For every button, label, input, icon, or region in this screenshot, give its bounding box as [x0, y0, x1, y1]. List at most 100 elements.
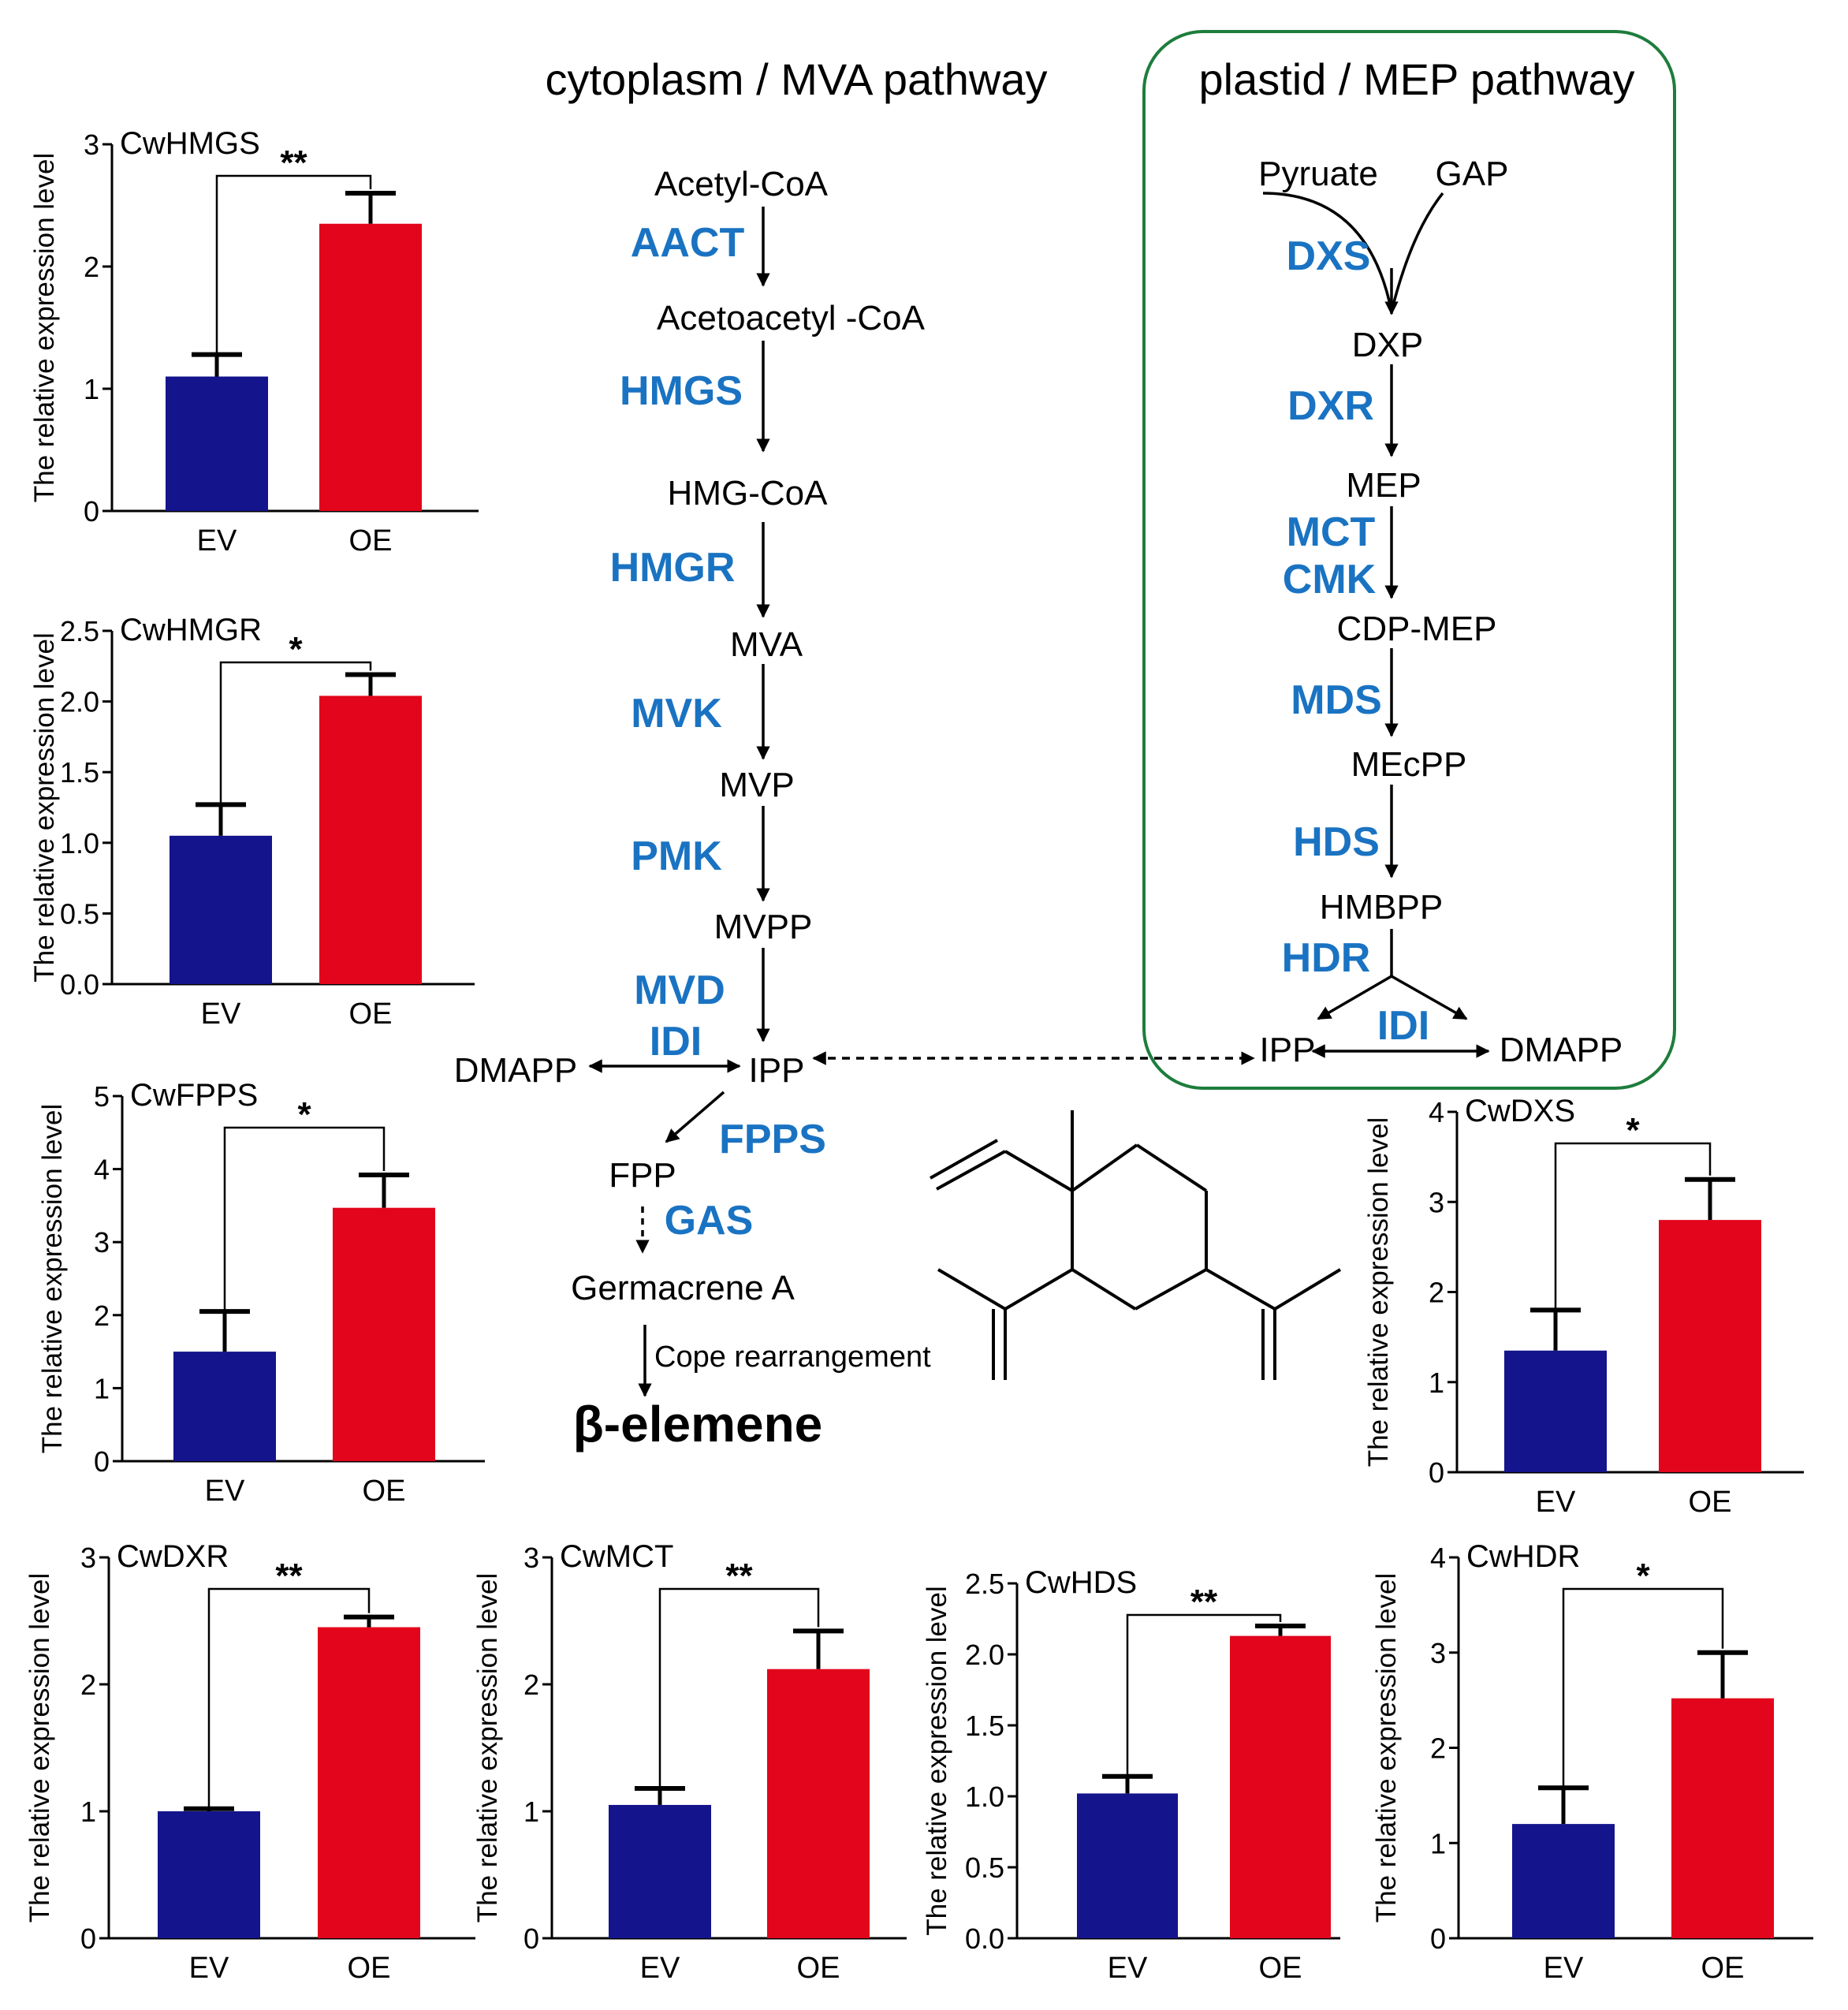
y-tick-label: 3	[1430, 1637, 1446, 1669]
bar-ev	[1504, 1350, 1607, 1472]
chart-title: CwDXR	[117, 1539, 229, 1574]
y-tick-label: 1.0	[60, 827, 99, 860]
y-axis-label: The relative expression level	[24, 1573, 55, 1923]
bar-ev	[158, 1811, 260, 1938]
enzyme-fpps: FPPS	[719, 1117, 826, 1162]
enzyme-gas: GAS	[665, 1198, 754, 1244]
y-axis-label: The relative expression level	[922, 1586, 952, 1936]
bar-oe	[318, 1627, 420, 1938]
y-axis-label: The relative expression level	[1371, 1573, 1402, 1923]
bar-oe	[333, 1207, 435, 1461]
y-tick-label: 1	[80, 1796, 96, 1828]
enzyme-mvk: MVK	[631, 691, 722, 737]
y-tick-label: 1.5	[965, 1710, 1004, 1742]
arrow-pyruate-gap-dxp	[1262, 192, 1444, 312]
y-tick-label: 4	[94, 1154, 110, 1186]
y-axis-label: The relative expression level	[29, 632, 60, 983]
y-tick-label: 0	[1430, 1922, 1446, 1955]
metabolite-pyruate: Pyruate	[1258, 155, 1378, 193]
enzyme-cmk: CMK	[1283, 557, 1377, 602]
y-tick-label: 2	[523, 1669, 539, 1701]
metabolite-mep: MEP	[1346, 466, 1421, 505]
chart-title: CwHMGR	[120, 613, 262, 647]
significance-label: **	[280, 144, 307, 182]
significance-label: *	[289, 630, 303, 669]
pathway-diagram: cytoplasm / MVA pathway plastid / MEP pa…	[454, 30, 1676, 1452]
x-tick-label: EV	[640, 1952, 680, 1985]
significance-bracket	[1554, 1142, 1712, 1311]
bar-ev	[1512, 1824, 1615, 1938]
y-tick-label: 3	[1429, 1186, 1444, 1218]
bar-ev	[170, 835, 272, 984]
chart-title: CwHMGS	[120, 126, 260, 161]
bar-oe	[1230, 1635, 1331, 1938]
chart-title: CwDXS	[1465, 1094, 1575, 1128]
y-tick-label: 4	[1429, 1096, 1444, 1128]
x-tick-label: EV	[205, 1475, 245, 1508]
metabolite-mva: MVA	[730, 625, 803, 664]
metabolite-germacrene-a: Germacrene A	[571, 1269, 795, 1307]
y-tick-label: 3	[523, 1542, 539, 1574]
x-tick-label: OE	[1701, 1952, 1745, 1985]
bar-ev	[1077, 1793, 1178, 1938]
bar-oe	[767, 1669, 870, 1938]
x-tick-label: EV	[1544, 1952, 1584, 1985]
significance-label: **	[725, 1557, 753, 1595]
metabolite-mvpp: MVPP	[714, 908, 813, 946]
y-tick-label: 2.0	[965, 1639, 1004, 1671]
mva-pathway-title: cytoplasm / MVA pathway	[546, 54, 1048, 104]
significance-label: **	[275, 1557, 303, 1595]
x-tick-label: OE	[349, 998, 393, 1031]
y-tick-label: 2.0	[60, 686, 99, 718]
significance-label: *	[1626, 1111, 1640, 1150]
enzyme-idi-mep: IDI	[1377, 1003, 1429, 1049]
reaction-cope-rearrangement: Cope rearrangement	[654, 1341, 931, 1374]
y-tick-label: 1.0	[965, 1781, 1004, 1813]
plastid-box	[1142, 30, 1676, 1090]
y-tick-label: 2	[1430, 1732, 1446, 1765]
y-tick-label: 2	[1429, 1277, 1444, 1309]
significance-label: **	[1190, 1583, 1218, 1621]
y-tick-label: 4	[1430, 1542, 1446, 1574]
y-tick-label: 3	[80, 1542, 96, 1574]
metabolite-dmapp-mep: DMAPP	[1500, 1031, 1623, 1069]
significance-bracket	[207, 1587, 371, 1809]
metabolite-gap: GAP	[1436, 155, 1509, 193]
y-tick-label: 0.0	[965, 1922, 1004, 1955]
y-tick-label: 3	[84, 129, 99, 161]
metabolite-hmg-coa: HMG-CoA	[668, 474, 829, 513]
x-tick-label: EV	[1108, 1952, 1148, 1985]
significance-bracket	[1562, 1587, 1724, 1788]
y-tick-label: 2	[84, 251, 99, 283]
x-tick-label: OE	[349, 524, 393, 558]
metabolite-dmapp: DMAPP	[454, 1051, 577, 1090]
y-tick-label: 0	[80, 1922, 96, 1955]
bar-oe	[1659, 1220, 1761, 1472]
metabolite-ipp: IPP	[749, 1051, 805, 1090]
enzyme-pmk: PMK	[631, 833, 722, 879]
x-tick-label: OE	[1259, 1952, 1302, 1985]
x-tick-label: OE	[1689, 1486, 1732, 1519]
y-tick-label: 1	[523, 1796, 539, 1828]
y-tick-label: 0	[523, 1922, 539, 1955]
chart-title: CwHDR	[1466, 1539, 1580, 1574]
y-tick-label: 2.5	[60, 615, 99, 647]
arrow-ipp-fpp	[665, 1091, 725, 1143]
bar-ev	[166, 376, 268, 511]
y-tick-label: 1	[84, 373, 99, 405]
y-axis-label: The relative expression level	[37, 1104, 68, 1454]
x-tick-label: OE	[363, 1475, 406, 1508]
x-tick-label: EV	[201, 998, 241, 1031]
enzyme-mvd: MVD	[634, 968, 725, 1013]
enzyme-mct: MCT	[1287, 509, 1376, 555]
significance-bracket	[1126, 1613, 1282, 1777]
bar-ev	[609, 1804, 711, 1938]
metabolite-mecpp: MEcPP	[1351, 745, 1467, 784]
significance-bracket	[219, 661, 372, 805]
y-tick-label: 2	[80, 1669, 96, 1701]
